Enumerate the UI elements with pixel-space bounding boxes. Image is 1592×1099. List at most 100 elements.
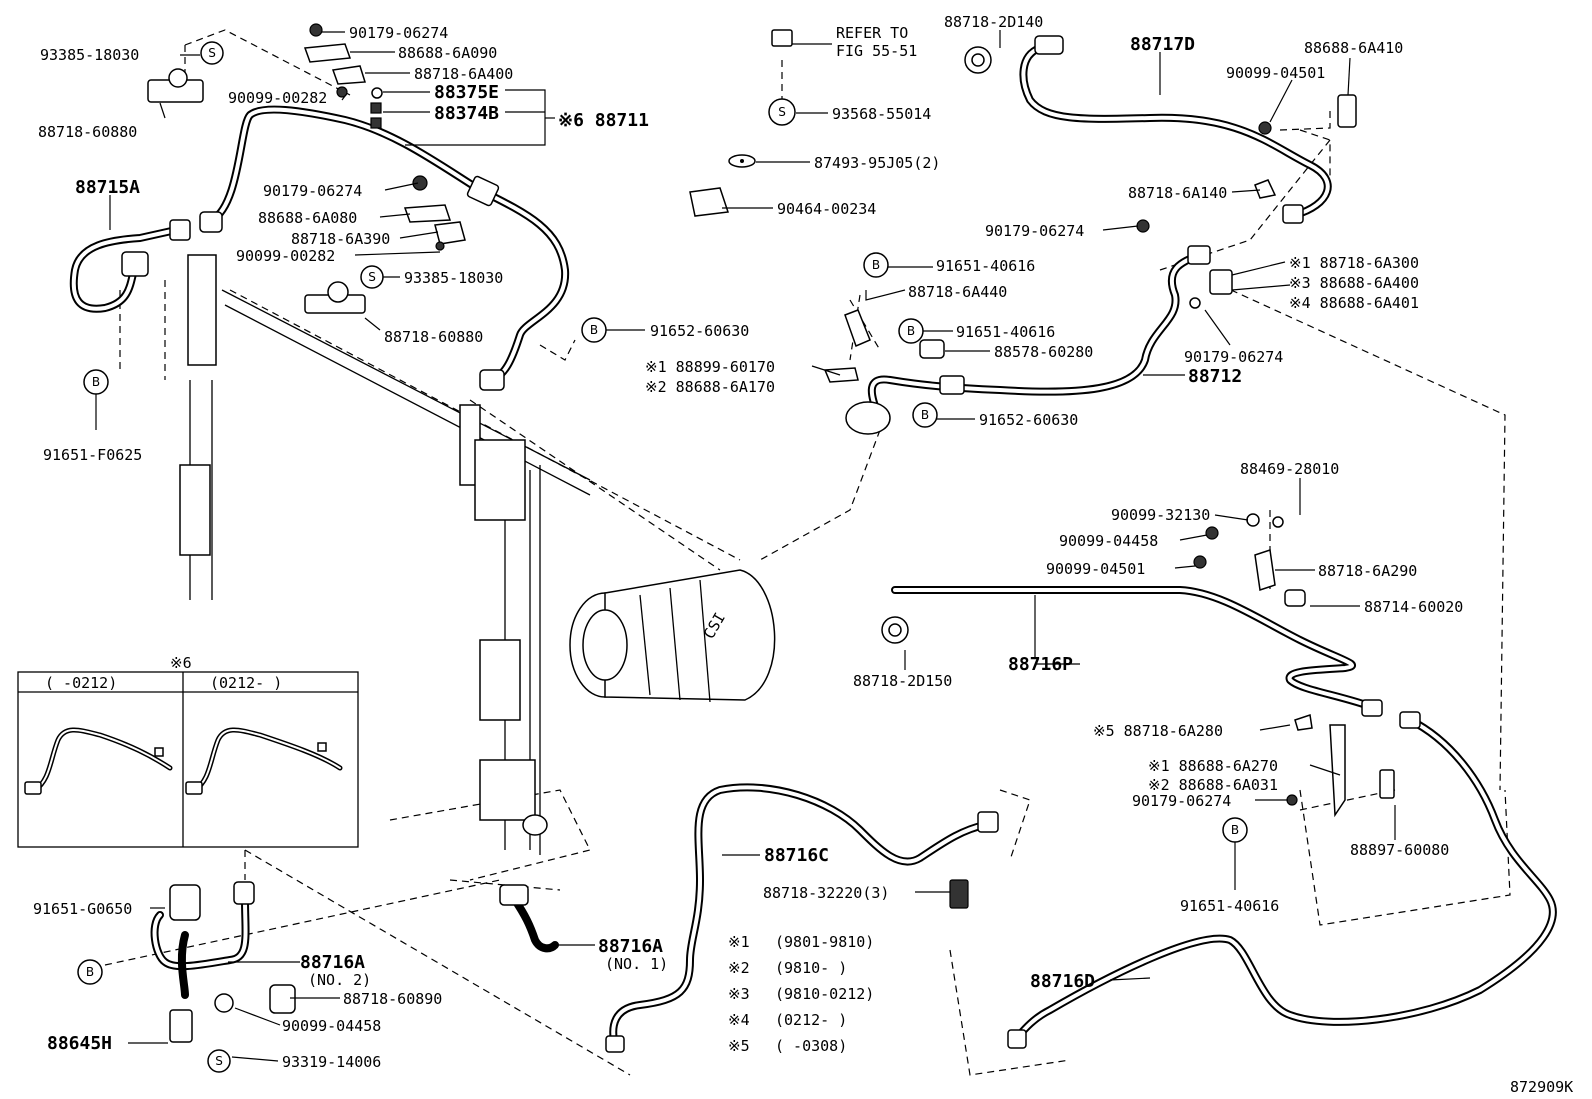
label-88688-6A080: 88688-6A080 [258, 209, 357, 227]
condenser-frame [179, 254, 591, 855]
label-88716A-no2: 88716A [300, 952, 365, 973]
label-88717D: 88717D [1130, 34, 1195, 55]
inset-title: ※6 [170, 654, 192, 672]
label-88716P: 88716P [1008, 654, 1073, 675]
label-88688-6A170: ※2 88688-6A170 [645, 378, 775, 396]
label-88716A-no1: 88716A [598, 936, 663, 957]
svg-text:S: S [778, 105, 786, 119]
label-88718-6A400: 88718-6A400 [414, 65, 513, 83]
label-88711: ※6 88711 [558, 110, 649, 131]
svg-text:S: S [215, 1054, 223, 1068]
label-88714-60020: 88714-60020 [1364, 598, 1463, 616]
compressor: CSI [569, 569, 776, 703]
label-91651-40616-c: 91651-40616 [1180, 897, 1279, 915]
label-88718-32220: 88718-32220(3) [763, 884, 889, 902]
label-88718-2D140: 88718-2D140 [944, 13, 1043, 31]
svg-text:S: S [208, 46, 216, 60]
legend-range-2: (9810- ) [775, 959, 847, 977]
label-90099-04501-b: 90099-04501 [1046, 560, 1145, 578]
legend-mark-1: ※1 [728, 933, 750, 951]
small-parts [147, 23, 1395, 1043]
callout-b-7: B [77, 959, 103, 985]
label-88718-6A440: 88718-6A440 [908, 283, 1007, 301]
label-88688-6A410: 88688-6A410 [1304, 39, 1403, 57]
callout-s-1: S [200, 41, 224, 65]
label-88718-60880-a: 88718-60880 [38, 123, 137, 141]
label-88469-28010: 88469-28010 [1240, 460, 1339, 478]
label-refer-line1: REFER TO [836, 24, 908, 42]
pipe-88716D [1007, 711, 1557, 1049]
label-88688-6A031: ※2 88688-6A031 [1148, 776, 1278, 794]
leader-lines [95, 30, 1396, 1062]
label-90099-00282-b: 90099-00282 [236, 247, 335, 265]
label-88712: 88712 [1188, 366, 1242, 387]
label-88716A-no1-sub: (NO. 1) [605, 955, 668, 973]
svg-text:B: B [1231, 823, 1239, 837]
label-91651-F0625: 91651-F0625 [43, 446, 142, 464]
callout-b-2: B [83, 369, 109, 395]
label-91652-60630-b: 91652-60630 [979, 411, 1078, 429]
legend-mark-4: ※4 [728, 1011, 750, 1029]
pipe-88717D [1019, 35, 1332, 224]
callout-circles: S S S S B B B B B B B [77, 41, 1248, 1073]
label-87493-95J05: 87493-95J05(2) [814, 154, 940, 172]
label-93385-18030-b: 93385-18030 [404, 269, 503, 287]
legend-mark-5: ※5 [728, 1037, 750, 1055]
legend: ※1 (9801-9810) ※2 (9810- ) ※3 (9810-0212… [728, 933, 874, 1055]
svg-text:B: B [921, 408, 929, 422]
pipe-88712 [845, 245, 1211, 435]
callout-b-1: B [581, 317, 607, 343]
label-91652-60630-a: 91652-60630 [650, 322, 749, 340]
label-88899-60170: ※1 88899-60170 [645, 358, 775, 376]
label-90179-06274-c: 90179-06274 [985, 222, 1084, 240]
label-88716D: 88716D [1030, 971, 1095, 992]
label-90179-06274-d: 90179-06274 [1184, 348, 1283, 366]
inset-right-range: (0212- ) [210, 674, 282, 692]
label-88645H: 88645H [47, 1033, 112, 1054]
legend-range-4: (0212- ) [775, 1011, 847, 1029]
pipe-88711 [199, 105, 570, 391]
label-90099-04458-a: 90099-04458 [1059, 532, 1158, 550]
label-93385-18030-a: 93385-18030 [40, 46, 139, 64]
pipe-88716A-no2 [150, 881, 255, 999]
legend-range-5: ( -0308) [775, 1037, 847, 1055]
label-88375E: 88375E [434, 82, 499, 103]
callout-b-3: B [863, 252, 889, 278]
diagram-code: 872909K [1510, 1078, 1573, 1096]
callout-b-6: B [1222, 817, 1248, 843]
label-90179-06274-a: 90179-06274 [349, 24, 448, 42]
legend-range-1: (9801-9810) [775, 933, 874, 951]
label-88718-60890: 88718-60890 [343, 990, 442, 1008]
label-88718-60880-b: 88718-60880 [384, 328, 483, 346]
label-88578-60280: 88578-60280 [994, 343, 1093, 361]
pipe-88716C [605, 783, 999, 1053]
label-88718-6A290: 88718-6A290 [1318, 562, 1417, 580]
label-88374B: 88374B [434, 103, 499, 124]
label-88897-60080: 88897-60080 [1350, 841, 1449, 859]
label-88718-6A390: 88718-6A390 [291, 230, 390, 248]
label-88718-6A300: ※1 88718-6A300 [1289, 254, 1419, 272]
legend-range-3: (9810-0212) [775, 985, 874, 1003]
label-90099-32130: 90099-32130 [1111, 506, 1210, 524]
label-90179-06274-b: 90179-06274 [263, 182, 362, 200]
label-88718-6A140: 88718-6A140 [1128, 184, 1227, 202]
label-88716A-no2-sub: (NO. 2) [308, 971, 371, 989]
inset-left-range: ( -0212) [45, 674, 117, 692]
label-88718-2D150: 88718-2D150 [853, 672, 952, 690]
label-88715A: 88715A [75, 177, 140, 198]
label-88688-6A401: ※4 88688-6A401 [1289, 294, 1419, 312]
svg-text:B: B [907, 324, 915, 338]
label-90179-06274-e: 90179-06274 [1132, 792, 1231, 810]
label-93319-14006: 93319-14006 [282, 1053, 381, 1071]
inset-box: ※6 ( -0212) (0212- ) [17, 654, 359, 848]
label-93568-55014: 93568-55014 [832, 105, 931, 123]
label-88688-6A270: ※1 88688-6A270 [1148, 757, 1278, 775]
callout-b-5: B [912, 402, 938, 428]
label-90099-04458-b: 90099-04458 [282, 1017, 381, 1035]
legend-mark-2: ※2 [728, 959, 750, 977]
legend-mark-3: ※3 [728, 985, 750, 1003]
label-91651-G0650: 91651-G0650 [33, 900, 132, 918]
label-88716C: 88716C [764, 845, 829, 866]
label-90464-00234: 90464-00234 [777, 200, 876, 218]
